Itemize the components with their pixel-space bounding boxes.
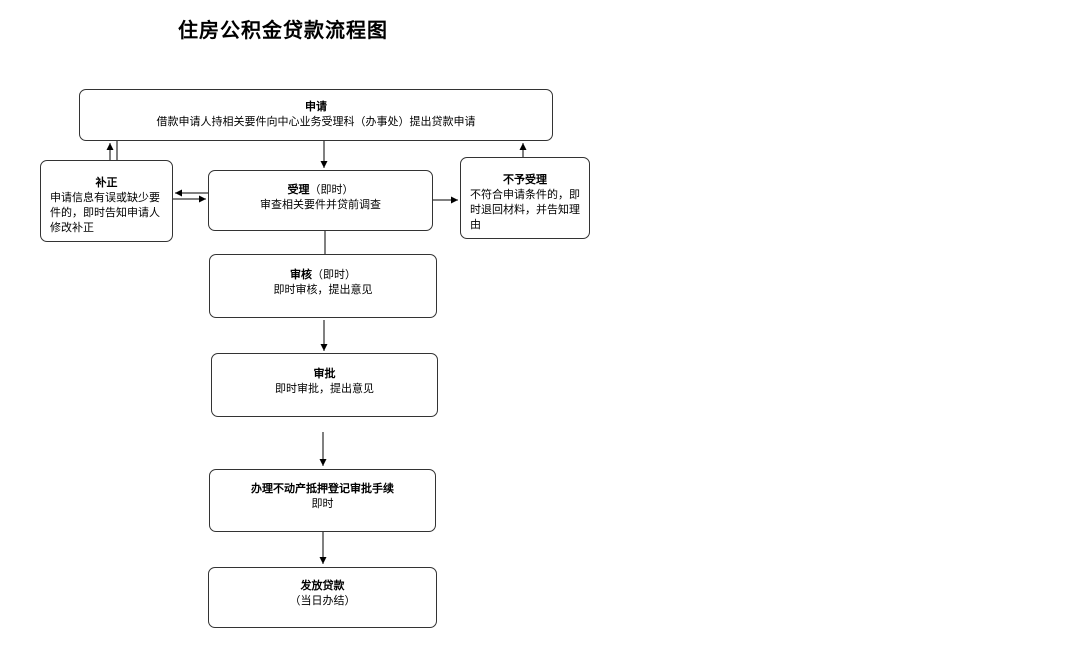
page-title: 住房公积金贷款流程图: [178, 18, 388, 42]
node-review-text: 即时审核，提出意见: [273, 283, 373, 296]
node-mortgage-text: 即时: [311, 497, 334, 510]
node-accept-text: 审查相关要件并贷前调查: [260, 198, 381, 211]
node-mortgage: 办理不动产抵押登记审批手续 即时: [209, 469, 436, 532]
node-disburse-title: 发放贷款: [300, 579, 345, 592]
node-supplement-title: 补正: [95, 176, 118, 189]
node-apply: 申请 借款申请人持相关要件向中心业务受理科（办事处）提出贷款申请: [79, 89, 553, 141]
node-reject-title: 不予受理: [503, 173, 547, 186]
node-review: 审核（即时） 即时审核，提出意见: [209, 254, 437, 318]
node-disburse-text: （当日办结）: [289, 594, 356, 607]
node-accept-title: 受理: [287, 183, 310, 196]
node-accept: 受理（即时） 审查相关要件并贷前调查: [208, 170, 433, 231]
node-approve: 审批 即时审批，提出意见: [211, 353, 438, 417]
node-approve-text: 即时审批，提出意见: [275, 382, 374, 395]
node-apply-title: 申请: [305, 100, 327, 113]
node-disburse: 发放贷款 （当日办结）: [208, 567, 437, 628]
node-mortgage-title: 办理不动产抵押登记审批手续: [251, 482, 394, 495]
node-supplement-text: 申请信息有误或缺少要件的，即时告知申请人修改补正: [50, 191, 160, 234]
node-review-title: 审核: [290, 268, 312, 281]
node-approve-title: 审批: [313, 367, 336, 380]
node-accept-title-suffix: （即时）: [309, 183, 354, 196]
node-apply-text: 借款申请人持相关要件向中心业务受理科（办事处）提出贷款申请: [156, 115, 476, 128]
node-reject: 不予受理 不符合申请条件的，即时退回材料，并告知理由: [460, 157, 590, 239]
node-review-heading: 审核（即时）: [210, 267, 436, 282]
node-supplement: 补正 申请信息有误或缺少要件的，即时告知申请人修改补正: [40, 160, 173, 242]
node-accept-heading: 受理（即时）: [209, 182, 432, 197]
node-review-title-suffix: （即时）: [312, 268, 356, 281]
node-reject-text: 不符合申请条件的，即时退回材料，并告知理由: [470, 188, 580, 231]
